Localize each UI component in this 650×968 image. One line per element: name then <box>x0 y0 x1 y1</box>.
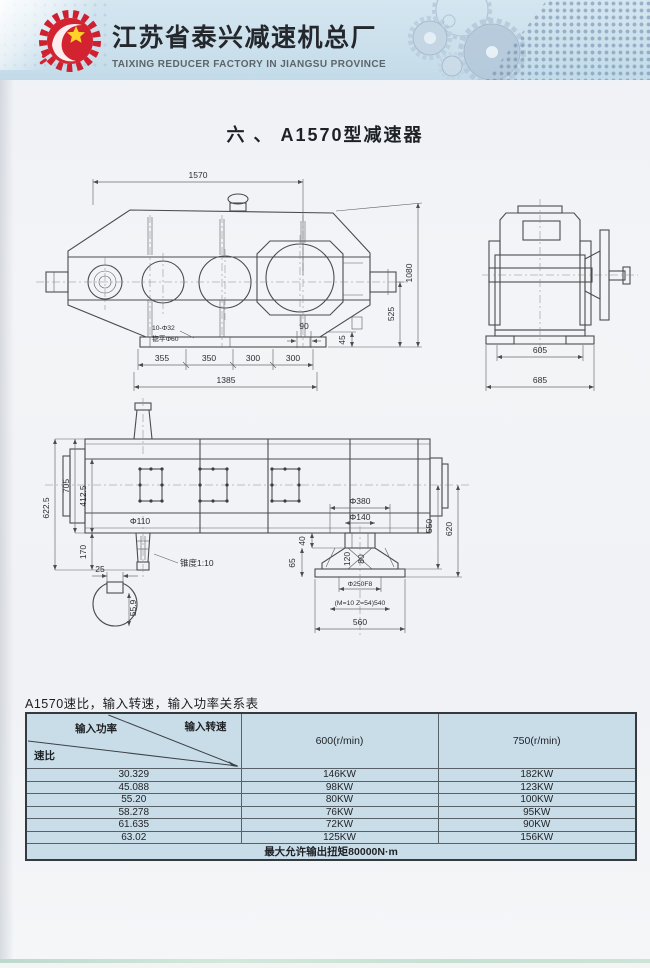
ratio-cell: 30.329 <box>25 768 242 782</box>
scan-shadow <box>0 80 14 968</box>
dim-label: 350 <box>202 353 216 363</box>
bottom-edge-paper <box>0 963 650 968</box>
dim-label: 622.5 <box>41 497 51 519</box>
dim-label: 355 <box>155 353 169 363</box>
table-footer-row: 最大允许输出扭矩80000N·m <box>25 843 637 861</box>
dim-label: 620 <box>444 522 454 536</box>
input-shaft: 锥度1:10 Φ110 <box>130 398 214 578</box>
ratio-cell: 61.635 <box>25 818 242 832</box>
dim-label: Φ140 <box>350 512 371 522</box>
spotface-label: 锪平Φ60 <box>152 334 179 343</box>
power-600-cell: 146KW <box>240 768 439 782</box>
top-view-body <box>45 438 470 534</box>
dim-label: 80 <box>356 554 366 564</box>
inspection-flanges <box>138 467 301 503</box>
power-750-cell: 95KW <box>437 805 637 819</box>
dim-label: Φ380 <box>350 496 371 506</box>
corner-diagonal-lines <box>27 714 239 767</box>
ratio-cell: 63.02 <box>25 830 242 844</box>
power-750-cell: 156KW <box>437 830 637 844</box>
taper-label: 锥度1:10 <box>180 558 214 568</box>
dim-label: 40 <box>297 536 307 546</box>
company-name-en: TAIXING REDUCER FACTORY IN JIANGSU PROVI… <box>112 59 387 70</box>
ratio-cell: 55.20 <box>25 793 242 807</box>
company-name-cn: 江苏省泰兴减速机总厂 <box>112 24 378 52</box>
shaft-dia-label: Φ110 <box>130 516 151 526</box>
power-750-cell: 100KW <box>437 793 637 807</box>
bearing-bores <box>87 240 363 316</box>
logo-gear-icon <box>39 10 101 72</box>
logo-star-icon <box>67 26 85 43</box>
dim-label: 45 <box>337 335 347 345</box>
gear-icon <box>407 0 526 80</box>
dim-label: 705 <box>61 479 71 493</box>
dim-label: 65 <box>287 558 297 568</box>
corner-label-input-speed: 输入转速 <box>184 721 227 733</box>
corner-label-input-power: 输入功率 <box>75 723 117 735</box>
dim-label: 560 <box>353 617 367 627</box>
top-view-drawing: 锥度1:10 Φ110 622.5 705 412.5 170 25 55.9 <box>41 398 470 636</box>
column-header-750: 750(r/min) <box>437 712 637 769</box>
dim-label: 550 <box>424 519 434 533</box>
page-title: 六 、 A1570型减速器 <box>226 125 424 145</box>
power-750-cell: 123KW <box>437 780 637 794</box>
power-600-cell: 125KW <box>240 830 439 844</box>
power-600-cell: 72KW <box>240 818 439 832</box>
end-view-drawing: 605 685 <box>482 199 638 391</box>
dim-label: 685 <box>533 375 547 385</box>
power-600-cell: 76KW <box>240 805 439 819</box>
corner-label-ratio: 速比 <box>34 750 55 762</box>
left-dimensions: 622.5 705 412.5 170 <box>41 438 138 571</box>
company-logo <box>39 10 101 72</box>
dim-label: 120 <box>342 552 352 566</box>
header-banner: 江苏省泰兴减速机总厂 TAIXING REDUCER FACTORY IN JI… <box>0 0 650 80</box>
output-flange-detail: Φ380 Φ140 40 65 120 80 Φ250F8 (M=10 Z=54… <box>287 485 462 636</box>
ratio-cell: 58.278 <box>25 805 242 819</box>
bolt-holes-label: 10-Φ32 <box>152 325 175 332</box>
power-600-cell: 80KW <box>240 793 439 807</box>
dim-label: 1080 <box>404 263 414 282</box>
dim-label: 90 <box>299 321 309 331</box>
company-block: 江苏省泰兴减速机总厂 TAIXING REDUCER FACTORY IN JI… <box>112 18 386 70</box>
dim-label: 170 <box>78 545 88 559</box>
dim-label: 605 <box>533 345 547 355</box>
table-header-row: 输入功率 输入转速 速比 600(r/min) 750(r/min) <box>25 712 637 769</box>
end-view-body <box>482 199 638 351</box>
shaft-section-detail: 25 55.9 <box>92 564 138 627</box>
power-750-cell: 90KW <box>437 818 637 832</box>
dim-label: 525 <box>386 307 396 321</box>
bore-label: Φ250F8 <box>348 581 373 588</box>
top-bolts <box>147 193 306 337</box>
side-view-drawing: 1570 1080 525 45 90 355 350 300 300 <box>36 170 423 391</box>
dim-label: 412.5 <box>78 485 88 507</box>
spec-table: 输入功率 输入转速 速比 600(r/min) 750(r/min) 30.32… <box>25 712 637 861</box>
column-header-600: 600(r/min) <box>240 712 439 769</box>
bottom-edge-strip <box>0 959 650 963</box>
dimensions: 605 685 <box>485 345 595 391</box>
dim-label: 300 <box>246 353 260 363</box>
ratio-cell: 45.088 <box>25 780 242 794</box>
max-torque-note: 最大允许输出扭矩80000N·m <box>25 843 637 861</box>
dim-label: 25 <box>95 564 105 574</box>
dim-label: 300 <box>286 353 300 363</box>
dim-label: 55.9 <box>128 599 138 616</box>
table-caption: A1570速比，输入转速，输入功率关系表 <box>25 697 259 711</box>
dim-label: 1570 <box>189 170 208 180</box>
power-750-cell: 182KW <box>437 768 637 782</box>
dim-label: 1385 <box>217 375 236 385</box>
power-600-cell: 98KW <box>240 780 439 794</box>
gear-spec-label: (M=10 Z=54)540 <box>335 600 386 607</box>
centerlines <box>36 215 408 348</box>
dimensions: 1570 1080 525 45 90 355 350 300 300 <box>92 170 423 391</box>
gears-decoration <box>407 0 526 80</box>
table-corner-cell: 输入功率 输入转速 速比 <box>25 712 242 769</box>
